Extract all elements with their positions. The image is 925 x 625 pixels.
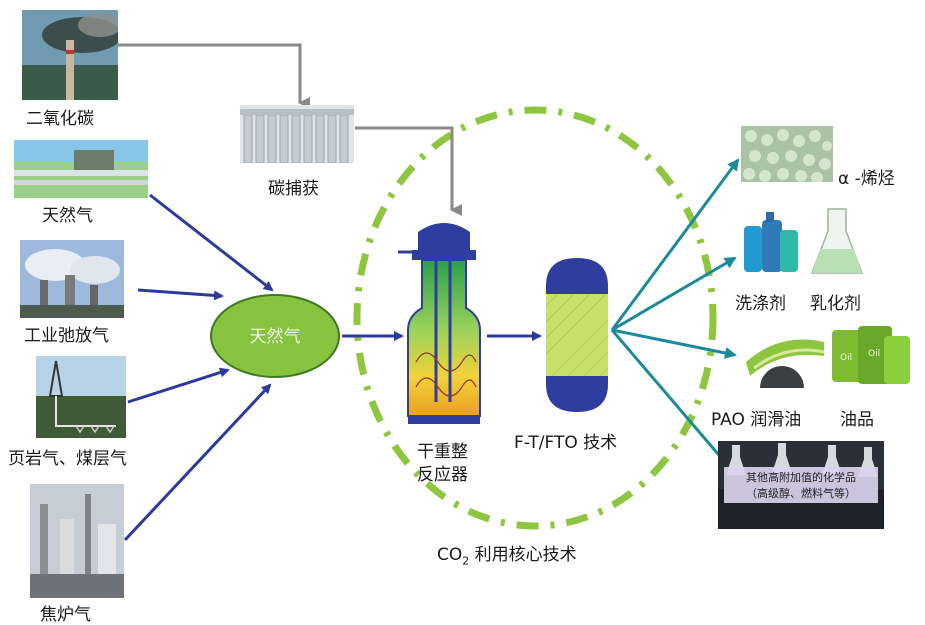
- emulsifier-flask-image: [808, 205, 866, 277]
- detergent-bottles-image: [740, 208, 802, 276]
- pao-lubricant-image: [740, 322, 824, 388]
- core-tech-subscript: 2: [462, 554, 470, 568]
- capture-to-reactor-arrow: [355, 126, 462, 216]
- industrial-plant-image: [20, 240, 124, 318]
- pao-lubricant-label: PAO 润滑油: [711, 410, 802, 430]
- oil-product-label: 油品: [840, 410, 874, 430]
- alpha-olefin-pellets-image: [741, 126, 833, 182]
- high-value-label-line1: 其他高附加值的化学品: [746, 471, 856, 484]
- carbon-capture-label: 碳捕获: [268, 179, 319, 199]
- industrial-gas-arrow: [137, 288, 224, 301]
- to-olefin-arrow: [610, 158, 740, 331]
- carbon-capture-image: [240, 105, 354, 163]
- reactor-label-line2: 反应器: [417, 465, 468, 485]
- natural-gas-hub: 天然气: [208, 292, 342, 380]
- detergent-label: 洗涤剂: [735, 294, 786, 314]
- natural-gas-arrow: [149, 193, 274, 292]
- oil-drums-image: Oil Oil: [828, 322, 912, 388]
- alpha-olefin-label: α -烯烃: [838, 169, 895, 189]
- shale-coalbed-gas-label: 页岩气、煤层气: [8, 449, 127, 469]
- shale-gas-arrow: [127, 367, 230, 404]
- ft-fto-vessel-image: [542, 256, 612, 414]
- industrial-vent-gas-label: 工业弛放气: [24, 326, 109, 346]
- to-detergent-arrow: [611, 256, 737, 332]
- oil-drum-text-1: Oil: [840, 353, 852, 363]
- to-lubricant-arrow: [611, 328, 737, 359]
- oil-drum-text-2: Oil: [868, 349, 880, 359]
- reactor-label-line1: 干重整: [417, 442, 468, 462]
- emulsifier-label: 乳化剂: [810, 294, 861, 314]
- natural-gas-label: 天然气: [42, 206, 93, 226]
- high-value-label-line2: （高级醇、燃料气等）: [746, 487, 856, 500]
- core-tech-suffix: 利用核心技术: [469, 545, 577, 565]
- coke-gas-arrow: [123, 383, 272, 542]
- co2-label: 二氧化碳: [26, 109, 94, 129]
- natural-gas-pipeline-image: [14, 140, 148, 198]
- core-technology-label: CO2 利用核心技术: [437, 540, 577, 567]
- ft-fto-label: F-T/FTO 技术: [514, 433, 618, 453]
- co2-smokestack-image: [22, 10, 118, 100]
- core-tech-prefix: CO: [437, 545, 463, 565]
- coke-oven-gas-label: 焦炉气: [40, 605, 91, 625]
- core-technology-ring: [353, 106, 717, 530]
- coke-oven-plant-image: [30, 484, 124, 598]
- to-high-value-arrow: [610, 329, 732, 470]
- high-value-chemicals-panel: 其他高附加值的化学品 （高级醇、燃料气等）: [718, 441, 884, 529]
- hub-label: 天然气: [249, 327, 301, 347]
- shale-gas-rig-image: [36, 356, 126, 438]
- co2-to-capture-arrow: [118, 43, 310, 109]
- dry-reforming-reactor-image: [398, 212, 490, 430]
